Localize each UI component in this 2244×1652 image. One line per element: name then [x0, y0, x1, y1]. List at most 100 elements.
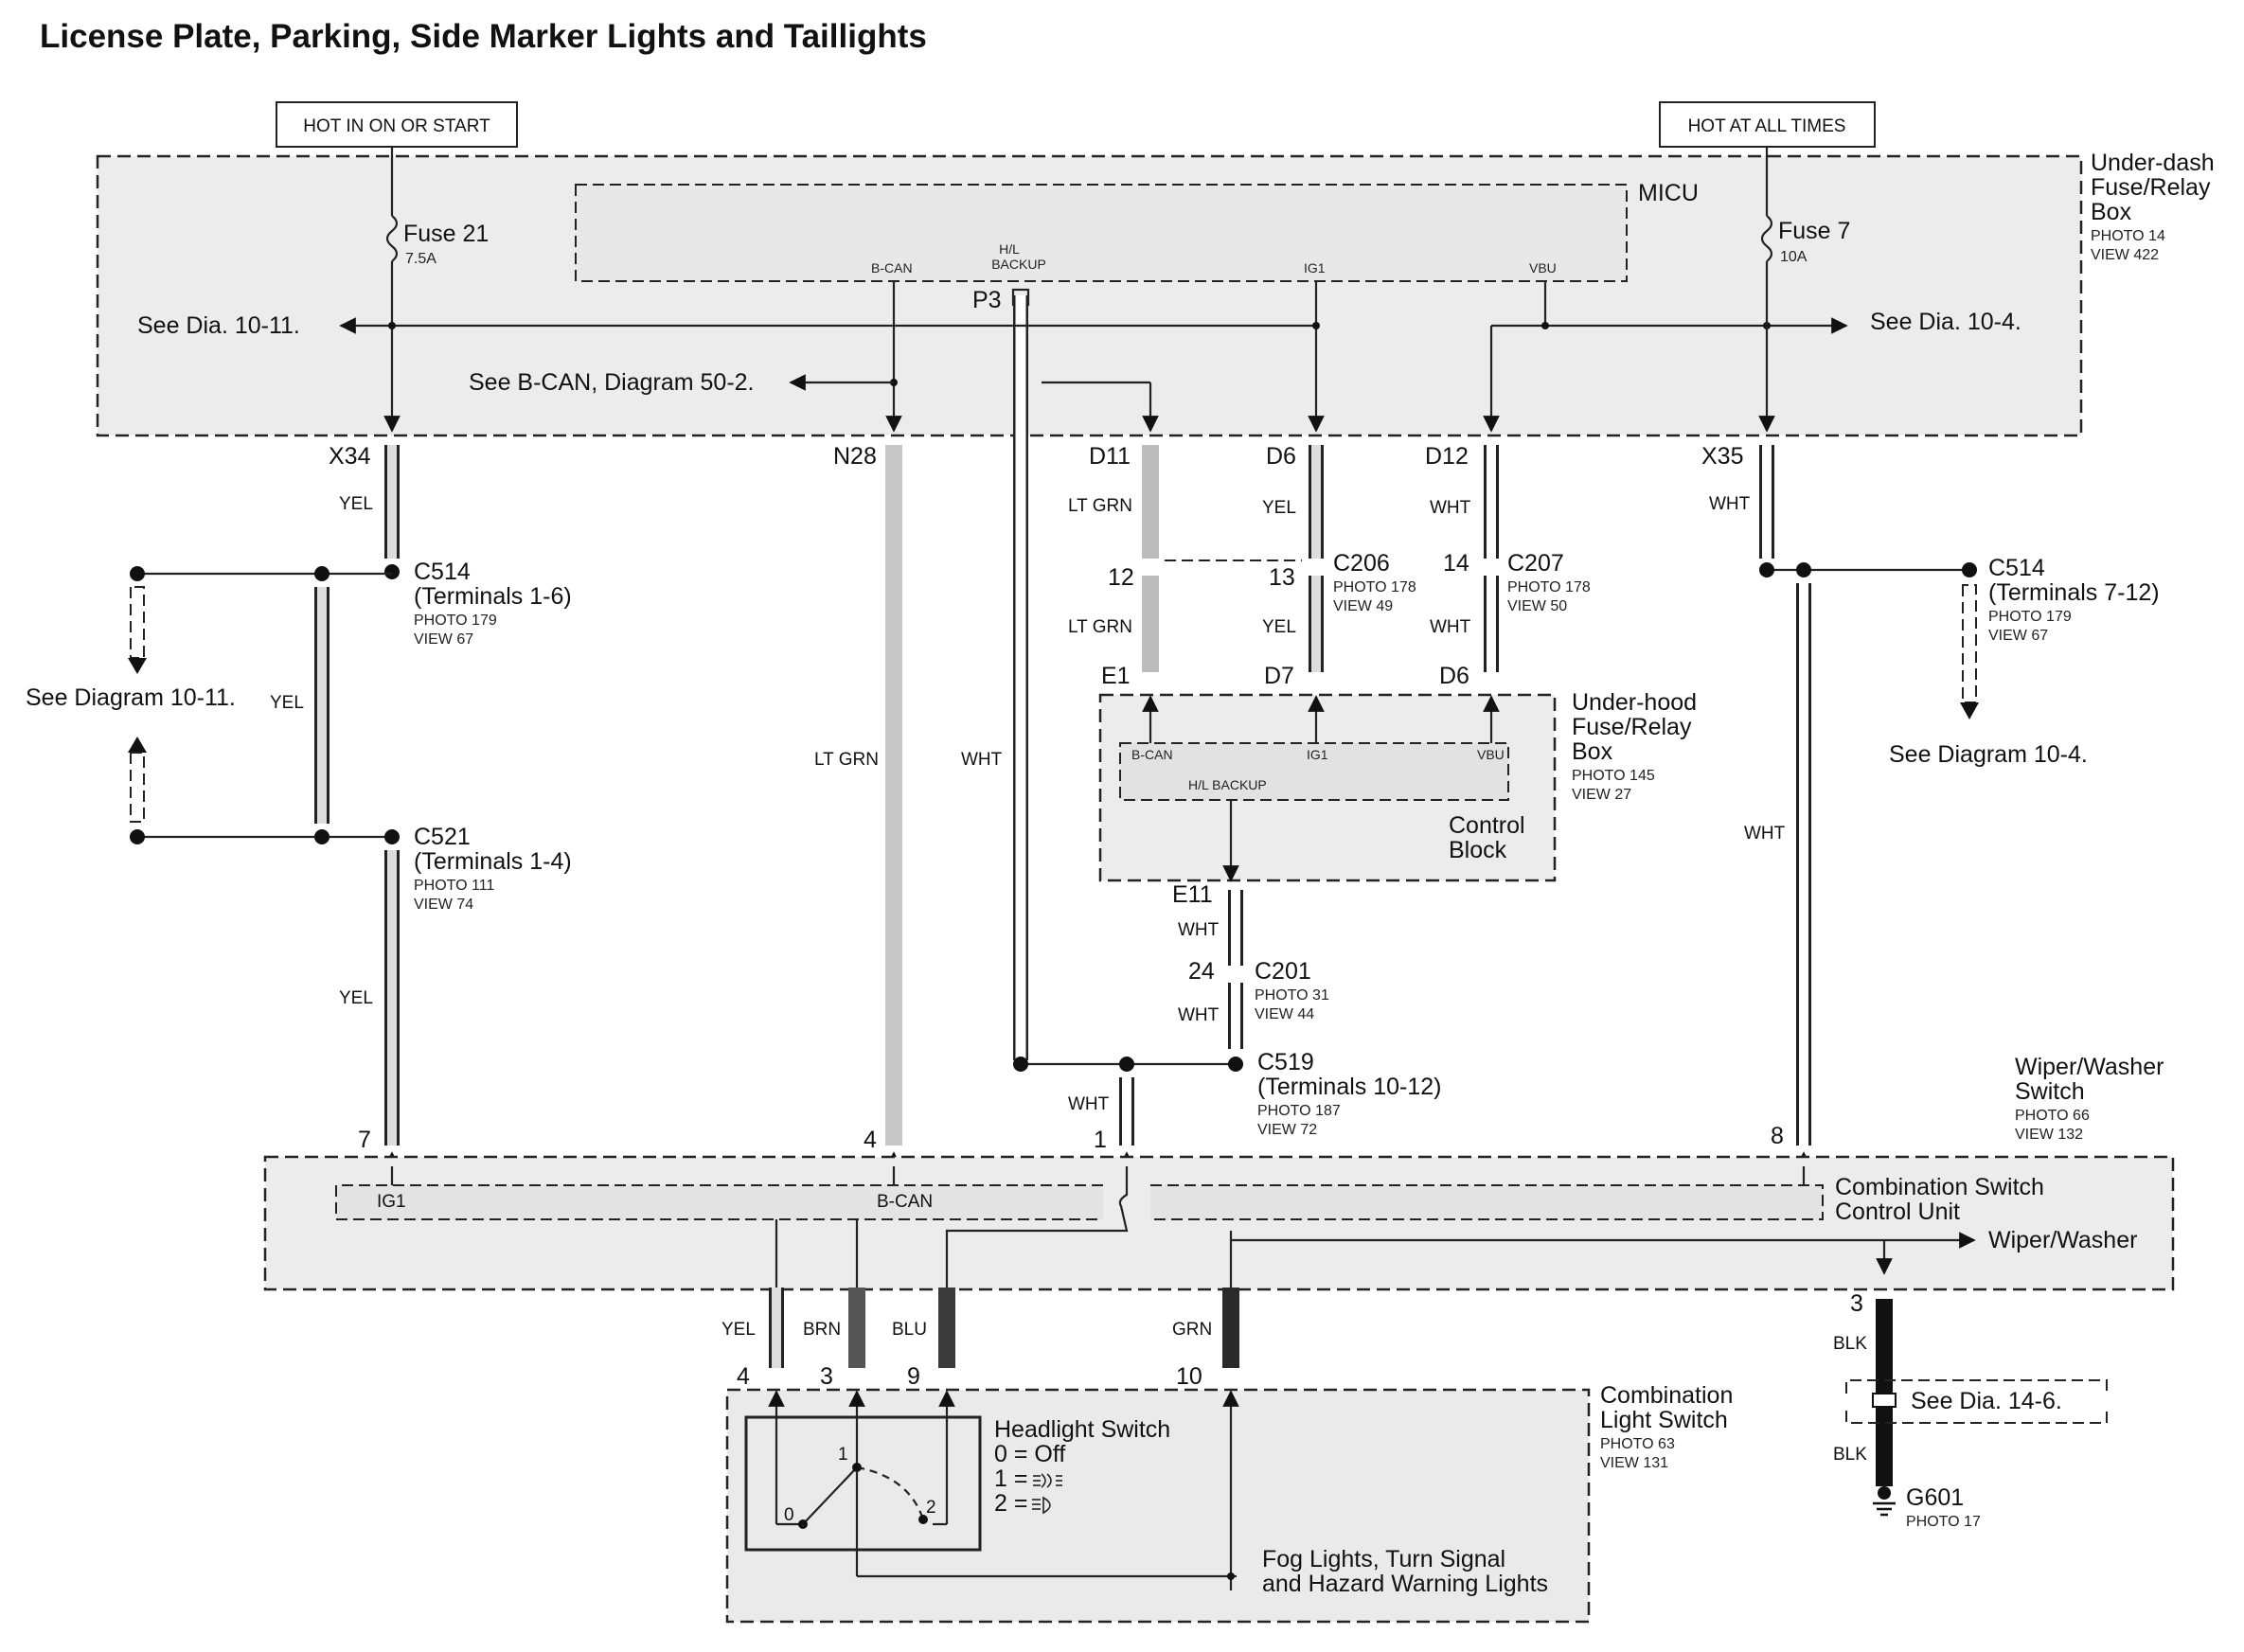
svg-text:YEL: YEL — [339, 988, 373, 1008]
svg-text:VIEW 132: VIEW 132 — [2015, 1127, 2083, 1143]
svg-text:H/L BACKUP: H/L BACKUP — [1188, 777, 1267, 792]
svg-text:Control Unit: Control Unit — [1835, 1199, 1960, 1225]
svg-text:WHT: WHT — [1430, 498, 1471, 518]
see-dia-10-4-top: See Dia. 10-4. — [1870, 309, 2021, 335]
svg-text:H/L: H/L — [999, 241, 1020, 257]
c519-label: C519 — [1257, 1049, 1314, 1075]
combination-light-switch-label: Combination Light Switch PHOTO 63 VIEW 1… — [1600, 1382, 1733, 1471]
svg-text:VIEW 131: VIEW 131 — [1600, 1455, 1668, 1471]
svg-text:D12: D12 — [1425, 443, 1469, 470]
svg-text:WHT: WHT — [1744, 824, 1786, 844]
svg-text:B-CAN: B-CAN — [871, 260, 913, 275]
svg-text:BRN: BRN — [803, 1320, 841, 1340]
svg-text:(Terminals 10-12): (Terminals 10-12) — [1257, 1074, 1442, 1100]
svg-text:0: 0 — [784, 1505, 794, 1525]
svg-text:B-CAN: B-CAN — [877, 1192, 933, 1212]
svg-text:X34: X34 — [329, 443, 371, 470]
svg-text:and Hazard Warning Lights: and Hazard Warning Lights — [1262, 1571, 1548, 1597]
underdash-label: Under-dash Fuse/Relay Box PHOTO 14 VIEW … — [2091, 150, 2215, 263]
svg-text:HOT IN ON OR START: HOT IN ON OR START — [303, 116, 490, 136]
svg-text:PHOTO 17: PHOTO 17 — [1906, 1514, 1981, 1530]
svg-text:D7: D7 — [1264, 663, 1294, 689]
ground-icon — [1873, 1486, 1896, 1517]
combination-switch-control-unit — [263, 1155, 2175, 1291]
svg-text:VIEW 27: VIEW 27 — [1572, 787, 1631, 803]
svg-text:D11: D11 — [1089, 443, 1131, 470]
svg-text:PHOTO 111: PHOTO 111 — [414, 878, 494, 894]
svg-text:WHT: WHT — [1430, 617, 1471, 637]
svg-text:IG1: IG1 — [1307, 747, 1328, 762]
svg-text:D6: D6 — [1439, 663, 1469, 689]
svg-text:Control: Control — [1449, 812, 1525, 839]
see-bcan-link[interactable]: See B-CAN, Diagram 50-2. — [469, 369, 755, 396]
svg-text:VIEW 44: VIEW 44 — [1255, 1006, 1314, 1022]
c521-label: C521 — [414, 824, 471, 850]
svg-text:0 = Off: 0 = Off — [994, 1441, 1065, 1467]
svg-text:WHT: WHT — [1178, 1005, 1220, 1025]
svg-text:YEL: YEL — [721, 1320, 756, 1340]
c207-label: C207 — [1507, 550, 1564, 577]
svg-text:WHT: WHT — [1178, 920, 1220, 940]
wiper-switch-label: Wiper/Washer Switch PHOTO 66 VIEW 132 — [2015, 1054, 2164, 1143]
parking-light-icon — [1033, 1473, 1062, 1488]
svg-text:Under-dash: Under-dash — [2091, 150, 2215, 176]
hot-at-all-times-label: HOT AT ALL TIMES — [1659, 101, 1876, 148]
svg-text:E1: E1 — [1101, 663, 1131, 689]
svg-text:4: 4 — [864, 1127, 877, 1153]
svg-text:LT GRN: LT GRN — [814, 750, 879, 770]
svg-text:9: 9 — [907, 1363, 920, 1390]
svg-text:Combination: Combination — [1600, 1382, 1733, 1409]
svg-text:(Terminals 1-6): (Terminals 1-6) — [414, 583, 572, 610]
svg-text:Fuse/Relay: Fuse/Relay — [2091, 174, 2211, 201]
svg-text:Light Switch: Light Switch — [1600, 1407, 1728, 1433]
svg-text:VIEW 67: VIEW 67 — [1988, 628, 2048, 644]
svg-text:VBU: VBU — [1477, 747, 1505, 762]
svg-text:PHOTO 179: PHOTO 179 — [1988, 609, 2072, 625]
svg-text:VIEW 72: VIEW 72 — [1257, 1122, 1317, 1138]
c201-label: C201 — [1255, 958, 1311, 985]
svg-text:WHT: WHT — [1709, 494, 1751, 514]
svg-text:1: 1 — [1094, 1127, 1107, 1153]
headlight-switch: 0 1 2 Headlight Switch 0 = Off 1 = 2 = — [744, 1415, 1231, 1578]
svg-text:3: 3 — [1850, 1290, 1863, 1317]
svg-text:8: 8 — [1771, 1123, 1784, 1149]
see-diagram-10-11[interactable]: See Diagram 10-11. — [26, 684, 236, 711]
svg-text:Block: Block — [1449, 837, 1507, 863]
fuse-7-label: Fuse 7 — [1778, 218, 1850, 244]
svg-text:BLU: BLU — [892, 1320, 927, 1340]
svg-text:YEL: YEL — [1262, 498, 1296, 518]
svg-text:Fuse/Relay: Fuse/Relay — [1572, 714, 1692, 740]
svg-text:13: 13 — [1269, 564, 1295, 591]
svg-text:YEL: YEL — [339, 494, 373, 514]
svg-text:WHT: WHT — [1068, 1094, 1110, 1114]
svg-text:LT GRN: LT GRN — [1068, 496, 1132, 516]
svg-text:(Terminals 1-4): (Terminals 1-4) — [414, 848, 572, 875]
fog-turn-hazard-label: Fog Lights, Turn Signal — [1262, 1546, 1505, 1572]
svg-text:VBU: VBU — [1529, 260, 1557, 275]
see-dia-14-6-link[interactable]: See Dia. 14-6. — [1911, 1388, 2062, 1414]
fuse-21-label: Fuse 21 — [403, 221, 489, 247]
svg-text:4: 4 — [737, 1363, 750, 1390]
svg-text:1: 1 — [838, 1445, 848, 1465]
svg-text:24: 24 — [1188, 958, 1215, 985]
micu-box — [575, 184, 1628, 282]
svg-text:BLK: BLK — [1833, 1445, 1867, 1465]
svg-text:PHOTO 66: PHOTO 66 — [2015, 1108, 2090, 1124]
svg-text:YEL: YEL — [270, 693, 304, 713]
fuse-7-symbol — [1760, 215, 1773, 262]
micu-label: MICU — [1638, 180, 1699, 206]
combination-light-switch — [725, 1388, 1591, 1624]
svg-text:VIEW 422: VIEW 422 — [2091, 247, 2159, 263]
wiper-washer-label: Wiper/Washer — [1988, 1227, 2137, 1253]
underhood-label: Under-hood Fuse/Relay Box PHOTO 145 VIEW… — [1572, 689, 1697, 803]
svg-text:N28: N28 — [833, 443, 877, 470]
see-diagram-10-4[interactable]: See Diagram 10-4. — [1889, 741, 2088, 768]
svg-text:PHOTO 14: PHOTO 14 — [2091, 228, 2165, 244]
svg-text:PHOTO 178: PHOTO 178 — [1333, 579, 1416, 595]
svg-text:GRN: GRN — [1172, 1320, 1212, 1340]
see-dia-10-11-top: See Dia. 10-11. — [137, 312, 300, 339]
svg-text:Headlight Switch: Headlight Switch — [994, 1416, 1170, 1443]
svg-text:VIEW 50: VIEW 50 — [1507, 598, 1567, 614]
c206-label: C206 — [1333, 550, 1390, 577]
